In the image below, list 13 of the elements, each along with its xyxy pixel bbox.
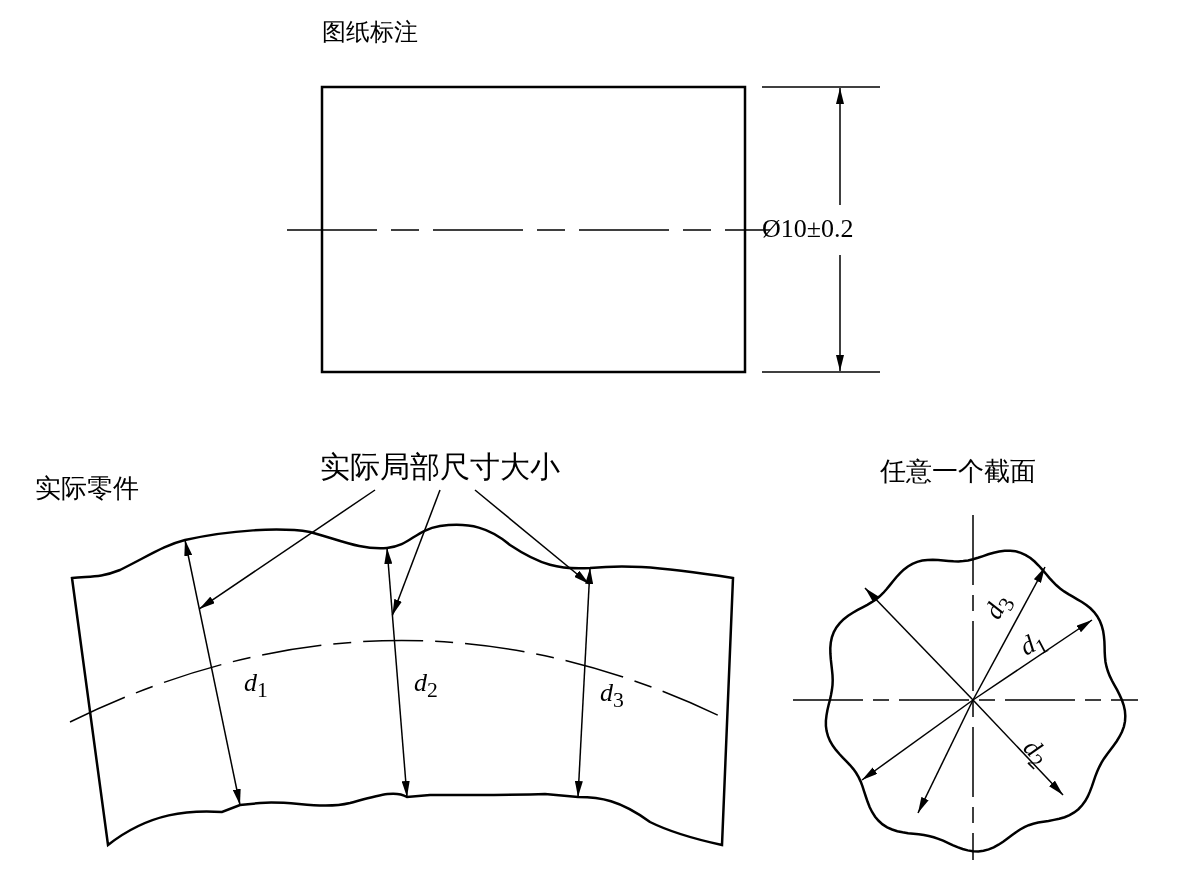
dimension-line <box>184 539 241 806</box>
dimension-symbol: d$_{2}$ <box>414 670 438 702</box>
dimension-line <box>384 547 410 798</box>
leader-line <box>391 489 441 616</box>
callout-text: 实际局部尺寸大小 <box>320 452 560 482</box>
dimension-symbol: d$_{1}$ <box>244 670 268 702</box>
section-caption: 任意一个截面 <box>880 458 1036 484</box>
leader-line <box>474 489 590 585</box>
dimension-symbol: d$_{3}$ <box>600 680 624 712</box>
leader-line <box>198 489 376 610</box>
dimension-text: Ø10±0.2 <box>762 216 854 242</box>
drawing-caption: 图纸标注 <box>322 20 418 44</box>
dimension-line <box>574 567 594 798</box>
